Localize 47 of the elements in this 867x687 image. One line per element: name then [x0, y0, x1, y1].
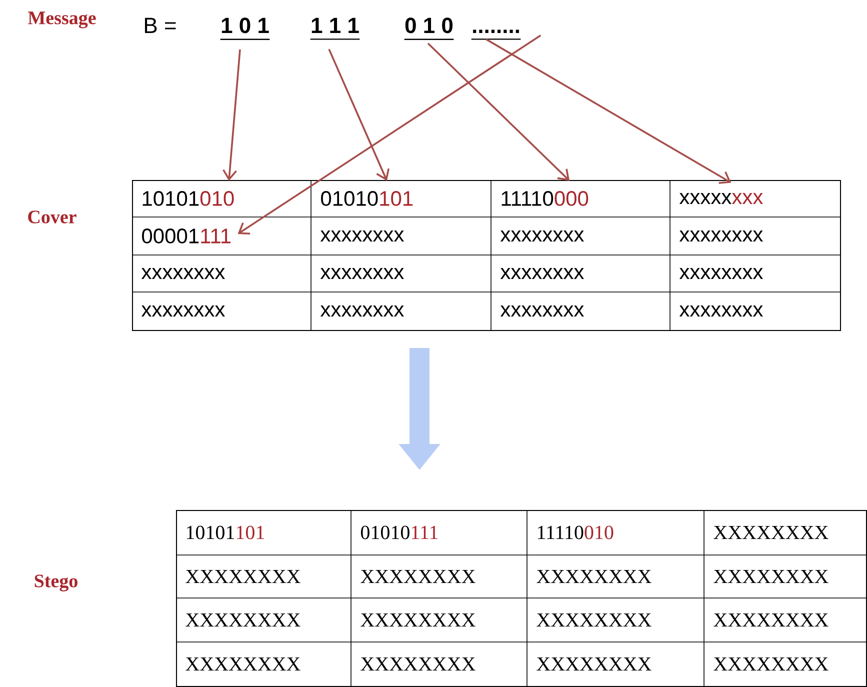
cell-text: XXXXXXXX	[360, 570, 476, 584]
cell-text: xxxxxxxx	[679, 305, 763, 317]
cell-text: XXXXXXXX	[536, 570, 652, 584]
cell-text: xxxxxxxx	[679, 268, 763, 280]
cell-text: xxxxxxxx	[679, 230, 763, 242]
cell-text: XXXXXXXX	[714, 657, 828, 671]
arrow	[328, 48, 390, 181]
cell-text: XXXXXXXX	[714, 613, 828, 627]
cell-text: XXXXXXXX	[714, 526, 828, 540]
cell-text: 00001111	[142, 228, 230, 244]
cell-text: xxxxxxxx	[500, 230, 584, 242]
cell-text: XXXXXXXX	[536, 613, 652, 627]
bit-group: 1 0 1	[220, 18, 270, 40]
cell-text: XXXXXXXX	[360, 657, 476, 671]
cell-text: XXXXXXXX	[714, 570, 828, 584]
cell-text: xxxxxxxx	[141, 268, 225, 280]
row-label: Cover	[28, 210, 76, 224]
arrow	[238, 34, 542, 235]
bit-group: ........	[471, 30, 521, 40]
arrow	[222, 49, 241, 181]
row-label: Message	[28, 12, 96, 28]
cell-text: xxxxxxxx	[141, 305, 225, 317]
cell-text: xxxxxxxx	[320, 268, 404, 280]
data-table	[176, 510, 867, 687]
cell-text: XXXXXXXX	[186, 613, 300, 627]
cell-text: 11110010	[538, 526, 614, 540]
row-label: Stego	[34, 574, 78, 592]
arrow	[486, 38, 732, 184]
cell-text: 10101010	[142, 191, 234, 206]
cell-text: XXXXXXXX	[186, 570, 300, 584]
cell-text: xxxxxxxx	[500, 305, 584, 317]
cell-text: xxxxxxxx	[320, 305, 404, 317]
bit-group: 1 1 1	[310, 18, 360, 40]
cell-text: XXXXXXXX	[536, 657, 652, 671]
cell-text: 10101101	[186, 526, 264, 540]
cell-text: XXXXXXXX	[360, 613, 476, 627]
cell-text: xxxxxxxx	[679, 192, 763, 204]
cell-text: xxxxxxxx	[320, 230, 404, 242]
data-table	[132, 180, 841, 331]
bit-group: 0 1 0	[404, 18, 454, 40]
arrow	[427, 42, 570, 181]
cell-text: 11110000	[502, 191, 588, 206]
cell-text: XXXXXXXX	[186, 657, 300, 671]
cell-text: 01010101	[321, 191, 413, 206]
cell-text: xxxxxxxx	[500, 268, 584, 280]
cell-text: 01010111	[360, 526, 438, 540]
equation-text: B =	[145, 18, 176, 33]
